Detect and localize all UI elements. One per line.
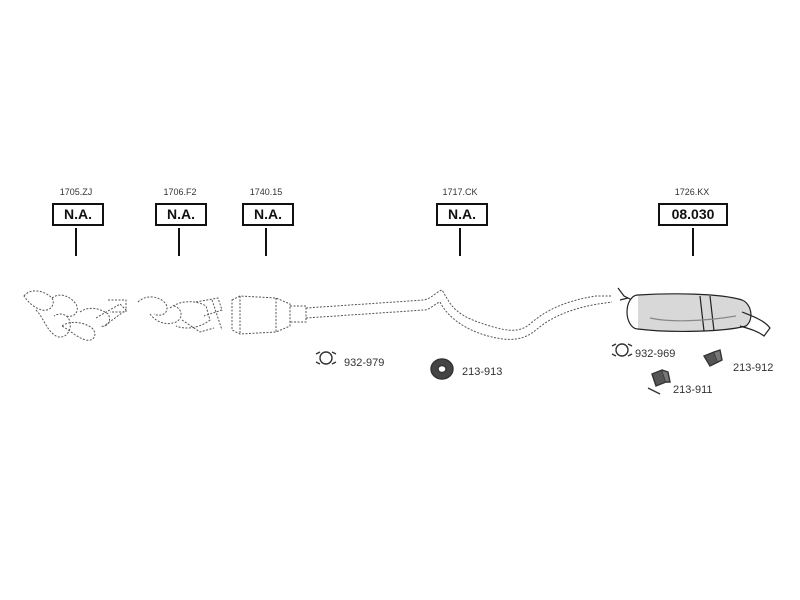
part-code-label: 1706.F2 [163,187,197,197]
accessory-code-label: 213-911 [673,384,713,396]
front-pipe-drawing [137,296,223,333]
mounting-bracket-icon [647,369,671,395]
part-code-label: 1705.ZJ [59,187,93,197]
rear-silencer-drawing [617,287,771,337]
rubber-mount-icon [430,358,454,380]
clamp-icon [611,343,633,357]
accessory-code-label: 213-912 [733,362,774,374]
price-box: N.A. [436,203,488,226]
accessory-code-label: 932-969 [635,348,676,360]
clamp-icon [315,351,337,365]
leader-line [75,228,77,256]
accessory-code-label: 213-913 [462,366,503,378]
part-code-label: 1726.KX [674,187,710,197]
part-code-label: 1740.15 [249,187,283,197]
leader-line [459,228,461,256]
accessory-code-label: 932-979 [344,357,385,369]
part-code-label: 1717.CK [442,187,478,197]
leader-line [178,228,180,256]
exhaust-manifold-drawing [23,290,127,341]
catalytic-converter-drawing [231,295,307,335]
price-box: N.A. [242,203,294,226]
price-box: 08.030 [658,203,728,226]
leader-line [692,228,694,256]
mounting-bracket-icon [702,349,723,367]
price-box: N.A. [155,203,207,226]
leader-line [265,228,267,256]
intermediate-pipe-drawing [305,289,613,340]
price-box: N.A. [52,203,104,226]
